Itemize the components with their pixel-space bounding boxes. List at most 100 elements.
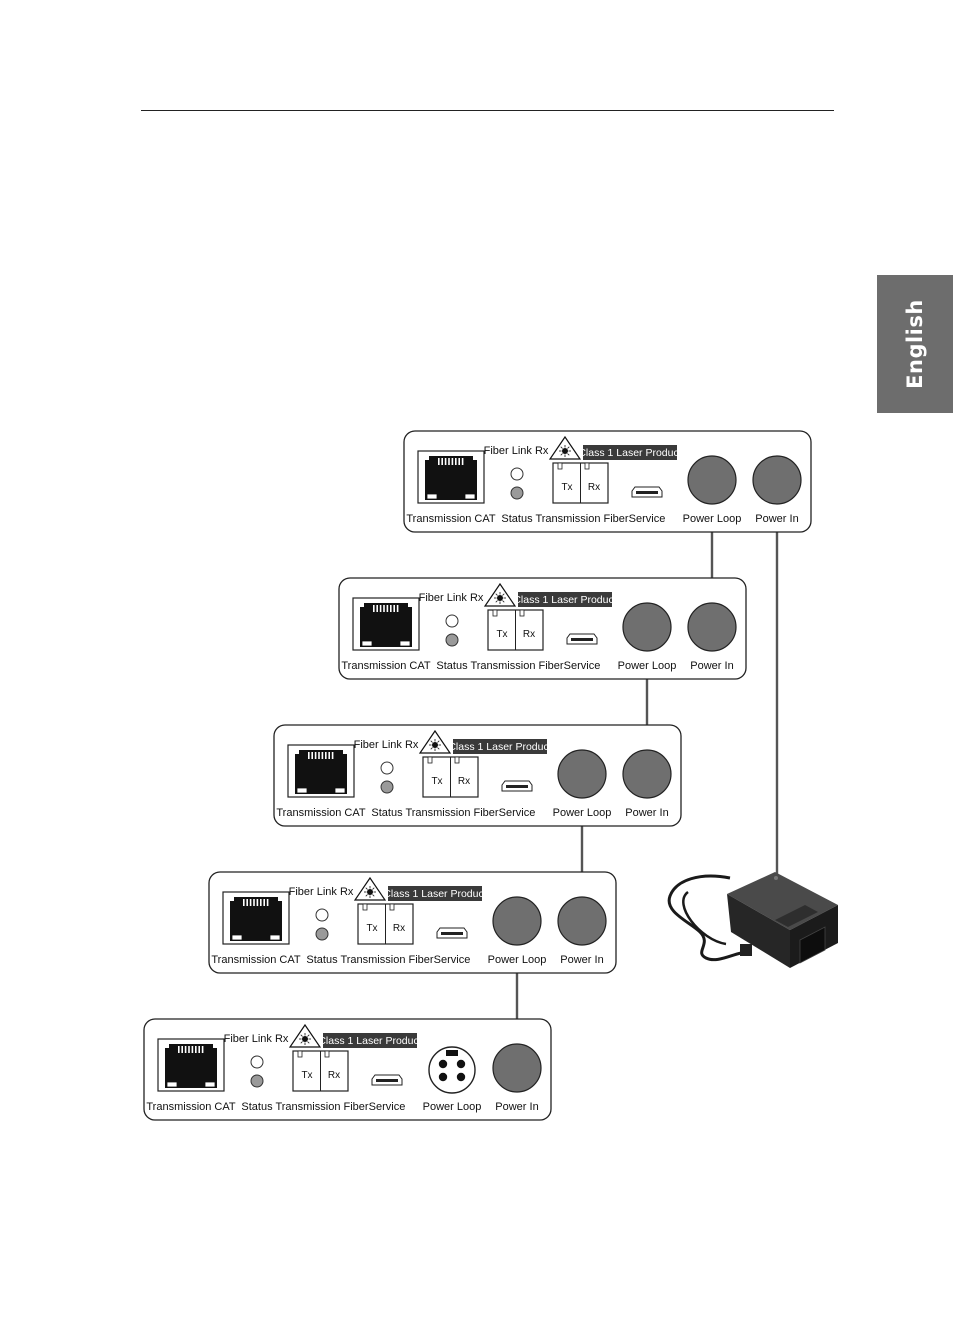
laser-badge-label: Class 1 Laser Product [513,594,616,606]
laser-warning-icon [353,876,387,901]
rj45-port-icon [352,597,420,651]
fiber-link-rx-label: Fiber Link Rx [289,886,354,898]
device-unit-3: Transmission CAT Fiber Link Rx Status Class… [273,724,682,827]
rx-label: Rx [588,482,600,493]
rx-label: Rx [328,1070,340,1081]
status-led [510,486,524,500]
mini-usb-port-icon [436,927,468,939]
power-loop-label: Power Loop [683,513,742,525]
rj45-port-icon [417,450,485,504]
transmission-cat-label: Transmission CAT [276,807,366,819]
fiber-link-rx-label: Fiber Link Rx [354,739,419,751]
fiber-port-icon [552,462,609,504]
transmission-cat-label: Transmission CAT [406,513,496,525]
adapter-label-plate [775,905,818,927]
rx-label: Rx [458,776,470,787]
tx-label: Tx [561,482,572,493]
transmission-fiber-label: Transmission Fiber [405,807,498,819]
mini-usb-port-icon [501,780,533,792]
header-rule [141,110,834,111]
transmission-cat-label: Transmission CAT [341,660,431,672]
rj45-port-icon [222,891,290,945]
adapter-led [774,876,778,880]
mini-usb-port-icon [371,1074,403,1086]
transmission-cat-label: Transmission CAT [211,954,301,966]
power-loop-port [687,455,737,505]
rx-label: Rx [393,923,405,934]
fiber-link-led [510,467,524,481]
laser-badge [323,1033,417,1048]
language-tab[interactable]: English [877,275,953,413]
status-led [250,1074,264,1088]
power-din-port-icon [428,1046,476,1094]
status-led [315,927,329,941]
power-in-label: Power In [495,1101,538,1113]
power-in-port [752,455,802,505]
laser-badge [518,592,612,607]
power-in-port [557,896,607,946]
adapter-iec-socket [799,926,826,964]
power-loop-label: Power Loop [488,954,547,966]
tx-label: Tx [496,629,507,640]
status-led [445,633,459,647]
device-unit-5: Transmission CAT Fiber Link Rx Status Class… [143,1018,552,1121]
transmission-cat-label: Transmission CAT [146,1101,236,1113]
status-label: Status [371,807,403,819]
transmission-fiber-label: Transmission Fiber [535,513,628,525]
power-loop-label: Power Loop [553,807,612,819]
power-loop-port [557,749,607,799]
fiber-link-led [315,908,329,922]
power-in-port [622,749,672,799]
transmission-fiber-label: Transmission Fiber [340,954,433,966]
status-label: Status [436,660,468,672]
fiber-port-icon [357,903,414,945]
fiber-link-led [380,761,394,775]
fiber-port-icon [487,609,544,651]
mini-usb-port-icon [631,486,663,498]
power-loop-label: Power Loop [618,660,677,672]
status-led [380,780,394,794]
power-in-label: Power In [625,807,668,819]
fiber-link-rx-label: Fiber Link Rx [419,592,484,604]
fiber-port-icon [422,756,479,798]
tx-label: Tx [431,776,442,787]
laser-badge-label: Class 1 Laser Product [318,1035,421,1047]
mini-usb-port-icon [566,633,598,645]
service-label: Service [369,1101,406,1113]
power-in-port [492,1043,542,1093]
power-loop-port [492,896,542,946]
fiber-link-led [250,1055,264,1069]
power-in-label: Power In [755,513,798,525]
power-in-label: Power In [690,660,733,672]
fiber-link-led [445,614,459,628]
power-adapter-icon [667,872,838,968]
laser-badge [388,886,482,901]
power-loop-label: Power Loop [423,1101,482,1113]
power-in-port [687,602,737,652]
laser-warning-icon [288,1023,322,1048]
service-label: Service [564,660,601,672]
laser-badge-label: Class 1 Laser Product [448,741,551,753]
tx-label: Tx [301,1070,312,1081]
laser-warning-icon [483,582,517,607]
adapter-front [727,894,790,968]
status-label: Status [241,1101,273,1113]
transmission-fiber-label: Transmission Fiber [275,1101,368,1113]
rx-label: Rx [523,629,535,640]
service-label: Service [434,954,471,966]
transmission-fiber-label: Transmission Fiber [470,660,563,672]
tx-label: Tx [366,923,377,934]
power-in-label: Power In [560,954,603,966]
status-label: Status [306,954,338,966]
laser-warning-icon [418,729,452,754]
fiber-port-icon [292,1050,349,1092]
status-label: Status [501,513,533,525]
laser-badge [583,445,677,460]
service-label: Service [629,513,666,525]
fiber-link-rx-label: Fiber Link Rx [224,1033,289,1045]
rj45-port-icon [157,1038,225,1092]
